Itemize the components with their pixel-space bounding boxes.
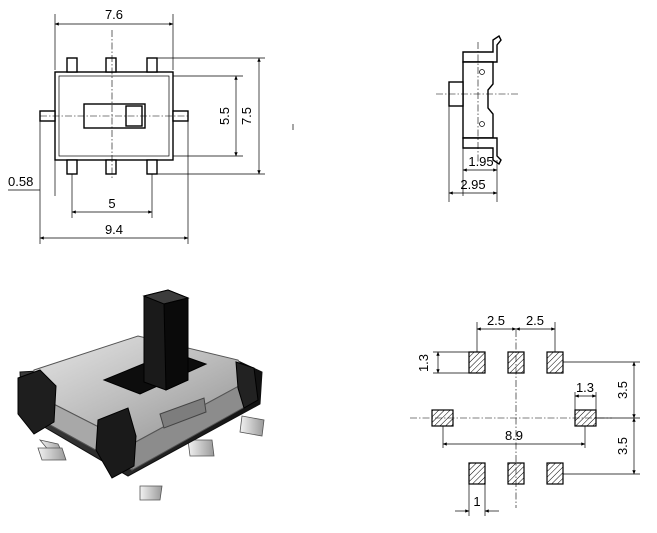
dim-overall-height: 7.5 [239,107,254,125]
side-bottom-lead [462,137,502,166]
corner-block-right [235,361,259,409]
side-view: 1.95 2.95 [436,34,518,202]
pad-bottom-left [468,462,486,485]
pcb-footprint: 2.5 2.5 1.3 1.3 8.9 3.5 3.5 1 [410,313,640,516]
lead-front-mid [139,485,163,501]
corner-block-front [95,407,137,479]
dim-side-pad-span: 8.9 [505,428,523,443]
dim-pad-height: 1.3 [416,354,431,372]
switch-3d-render [17,289,265,501]
pad-top-left [468,351,486,374]
dim-overall-width: 9.4 [105,222,123,237]
top-view: 7.6 0.58 5 9.4 5.5 7.5 [8,7,265,244]
dim-inner-height: 5.5 [217,107,232,125]
dim-pad-pitch-right: 2.5 [526,313,544,328]
dim-pad-width: 1 [473,494,480,509]
dim-pin-offset: 0.58 [8,174,33,189]
lead-front-right [187,439,215,457]
corner-block-left [17,369,57,435]
bottom-pins [66,159,158,175]
lead-side-right [239,415,265,437]
pad-top-right [546,351,564,374]
side-top-lead [462,34,502,63]
dim-pad-pitch-left: 2.5 [487,313,505,328]
dim-overall-depth: 2.95 [460,177,485,192]
dim-side-pad-length: 1.3 [576,380,594,395]
pad-bottom-right [546,462,564,485]
dim-actuator-depth: 1.95 [468,154,493,169]
dim-row-offset-top: 3.5 [615,381,630,399]
dim-row-offset-bottom: 3.5 [615,437,630,455]
dim-pin-span: 5 [108,196,115,211]
dim-body-width: 7.6 [105,7,123,22]
top-pins [66,57,158,73]
side-clip [159,397,207,429]
